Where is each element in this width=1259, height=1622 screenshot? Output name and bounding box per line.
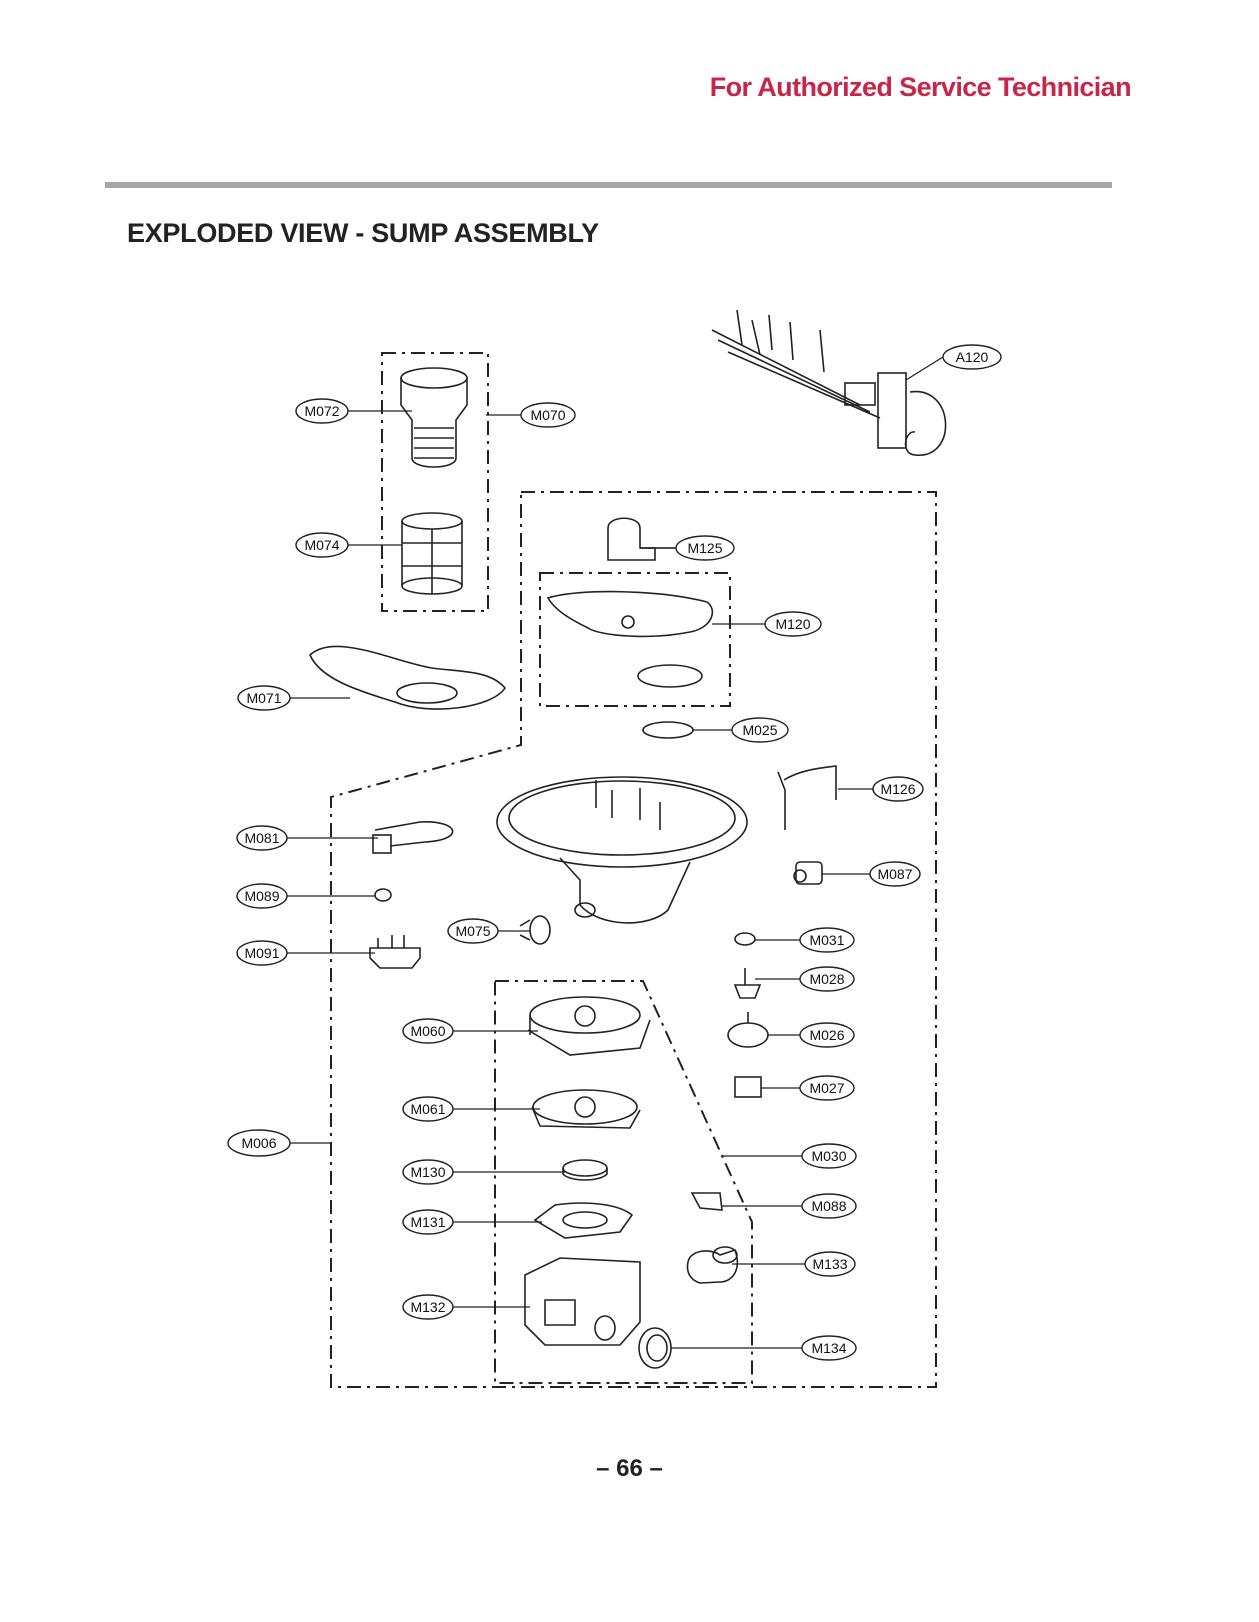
header-divider — [105, 182, 1112, 188]
grommet-part — [734, 932, 756, 946]
check-valve-part — [519, 915, 551, 945]
callout-M031-label: M031 — [809, 932, 844, 948]
callout-M091-label: M091 — [244, 945, 279, 961]
callout-M132-badge — [402, 1294, 454, 1320]
callout-A120-badge — [942, 344, 1002, 370]
filter-group-boundary — [381, 352, 489, 612]
sump-body-part — [496, 776, 748, 924]
seal-plate-part — [642, 721, 694, 739]
callout-M030-label: M030 — [811, 1148, 846, 1164]
callout-M028-badge — [799, 966, 855, 992]
page-number: – 66 – — [596, 1455, 663, 1482]
callout-M125-label: M125 — [687, 540, 722, 556]
sump-group-boundary — [330, 491, 937, 1388]
filter-cap-part — [400, 367, 468, 468]
callout-M133-badge — [804, 1251, 856, 1277]
callout-M061-badge — [402, 1096, 454, 1122]
callout-M072-label: M072 — [304, 403, 339, 419]
callout-M120-badge — [764, 611, 822, 637]
pump-cover-part — [533, 1202, 634, 1239]
callout-M131-label: M131 — [410, 1214, 445, 1230]
callout-M071-label: M071 — [246, 690, 281, 706]
hose-elbow-part — [686, 1246, 739, 1284]
callout-M081-label: M081 — [244, 830, 279, 846]
filter-plate-part — [309, 645, 506, 710]
callout-M070-label: M070 — [530, 407, 565, 423]
heater-part — [372, 821, 454, 854]
leader-A120 — [905, 356, 944, 381]
callout-M089-label: M089 — [244, 888, 279, 904]
cover-clip-part — [777, 765, 837, 830]
callout-M025-label: M025 — [742, 722, 777, 738]
callout-M072-badge — [295, 398, 349, 424]
callout-M025-badge — [731, 717, 789, 743]
callout-M027-label: M027 — [809, 1080, 844, 1096]
callout-M130-badge — [402, 1159, 454, 1185]
callout-M132-label: M132 — [410, 1299, 445, 1315]
motor-cover-part — [527, 996, 651, 1056]
callout-M131-badge — [402, 1209, 454, 1235]
switch-part — [734, 1076, 762, 1098]
callout-M133-label: M133 — [812, 1256, 847, 1272]
header-note: For Authorized Service Technician — [709, 72, 1132, 102]
callout-M028-label: M028 — [809, 971, 844, 987]
sensor-part — [374, 888, 392, 902]
callout-M088-label: M088 — [811, 1198, 846, 1214]
callout-M120-label: M120 — [775, 616, 810, 632]
callout-M074-label: M074 — [304, 537, 339, 553]
callout-M087-badge — [869, 861, 921, 887]
spray-arm-group-boundary — [539, 572, 731, 707]
callout-M006-label: M006 — [241, 1135, 276, 1151]
callout-M026-label: M026 — [809, 1027, 844, 1043]
lower-spray-arm-part — [546, 590, 714, 688]
callout-M070-badge — [520, 402, 576, 428]
callout-M087-label: M087 — [877, 866, 912, 882]
callout-M061-label: M061 — [410, 1101, 445, 1117]
callout-M126-badge — [872, 776, 924, 802]
callout-M075-label: M075 — [455, 923, 490, 939]
callout-M134-label: M134 — [811, 1340, 846, 1356]
page-title: EXPLODED VIEW - SUMP ASSEMBLY — [127, 218, 599, 248]
callout-M126-label: M126 — [880, 781, 915, 797]
callout-M030-badge — [801, 1143, 857, 1169]
shaft-part — [733, 968, 762, 999]
motor-part — [727, 1012, 769, 1048]
wire-harness-part — [711, 309, 947, 456]
pump-housing-part — [524, 1257, 641, 1346]
callout-M081-badge — [236, 825, 288, 851]
callout-A120-label: A120 — [956, 349, 989, 365]
gasket-part — [638, 1327, 672, 1369]
callout-M026-badge — [799, 1022, 855, 1048]
callout-M031-badge — [799, 927, 855, 953]
fine-filter-part — [401, 512, 463, 595]
valve-part — [793, 861, 823, 885]
callout-M130-label: M130 — [410, 1164, 445, 1180]
callout-M088-badge — [801, 1193, 857, 1219]
callout-M091-badge — [236, 940, 288, 966]
callout-M125-badge — [675, 535, 735, 561]
callout-M060-badge — [402, 1018, 454, 1044]
callout-M089-badge — [236, 883, 288, 909]
callout-M075-badge — [447, 918, 499, 944]
motor-stator-part — [531, 1089, 641, 1129]
callout-M074-badge — [295, 532, 349, 558]
callout-M006-badge — [227, 1129, 291, 1157]
pump-group-boundary — [494, 980, 753, 1384]
clamp-part — [690, 1192, 723, 1211]
clip-bracket-part — [369, 935, 421, 969]
impeller-part — [562, 1159, 608, 1181]
callout-M060-label: M060 — [410, 1023, 445, 1039]
spray-arm-holder-part — [607, 517, 676, 561]
callout-M134-badge — [801, 1335, 857, 1361]
callout-M027-badge — [799, 1075, 855, 1101]
callout-M071-badge — [237, 685, 291, 711]
